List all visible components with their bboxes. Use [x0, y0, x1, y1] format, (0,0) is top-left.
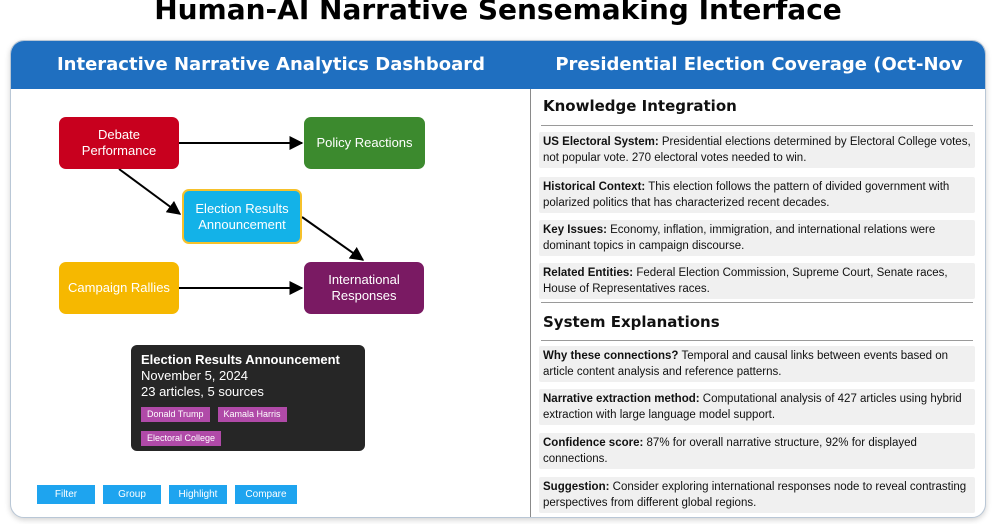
item-label: Historical Context:	[543, 181, 646, 193]
knowledge-item: Key Issues: Economy, inflation, immigrat…	[539, 220, 975, 256]
item-text: This election follows the pattern of div…	[543, 181, 950, 209]
item-label: US Electoral System:	[543, 136, 659, 148]
section-rule	[541, 340, 973, 341]
panel-divider	[530, 89, 531, 517]
system-heading: System Explanations	[543, 313, 720, 331]
filter-button[interactable]: Filter	[37, 485, 95, 504]
group-button[interactable]: Group	[103, 485, 161, 504]
section-rule	[541, 302, 973, 303]
knowledge-item: Historical Context: This election follow…	[539, 177, 975, 213]
item-label: Related Entities:	[543, 267, 634, 279]
edge-election-intl	[301, 216, 365, 261]
section-rule	[541, 125, 973, 126]
left-panel-title: Interactive Narrative Analytics Dashboar…	[56, 54, 486, 75]
node-info-card: Election Results Announcement November 5…	[131, 345, 365, 451]
entity-tag[interactable]: Electoral College	[141, 431, 222, 446]
node-campaign-rallies[interactable]: Campaign Rallies	[59, 262, 179, 314]
item-label: Suggestion:	[543, 481, 610, 493]
entity-tag[interactable]: Donald Trump	[141, 407, 210, 422]
knowledge-item: US Electoral System: Presidential electi…	[539, 132, 975, 168]
node-international-responses[interactable]: International Responses	[304, 262, 424, 314]
knowledge-item: Related Entities: Federal Election Commi…	[539, 263, 975, 299]
info-card-stats: 23 articles, 5 sources	[141, 384, 264, 399]
info-card-title: Election Results Announcement	[141, 352, 340, 367]
knowledge-heading: Knowledge Integration	[543, 97, 737, 115]
entity-tag[interactable]: Kamala Harris	[217, 407, 287, 422]
item-text: Consider exploring international respons…	[543, 481, 967, 509]
dashboard-frame: Interactive Narrative Analytics Dashboar…	[10, 40, 986, 518]
item-label: Key Issues:	[543, 224, 607, 236]
narrative-edges	[118, 136, 365, 295]
info-card-date: November 5, 2024	[141, 368, 248, 383]
item-label: Why these connections?	[543, 350, 679, 362]
item-label: Narrative extraction method:	[543, 393, 700, 405]
right-panel: Knowledge Integration US Electoral Syste…	[531, 89, 985, 517]
node-policy-reactions[interactable]: Policy Reactions	[304, 117, 425, 169]
item-text: Temporal and causal links between events…	[543, 350, 949, 378]
compare-button[interactable]: Compare	[235, 485, 297, 504]
node-election-results[interactable]: Election Results Announcement	[182, 189, 302, 244]
item-text: Federal Election Commission, Supreme Cou…	[543, 267, 948, 295]
entity-tags: Donald Trump Kamala Harris Electoral Coll…	[141, 404, 355, 452]
system-item: Why these connections? Temporal and caus…	[539, 346, 975, 382]
item-text: Economy, inflation, immigration, and int…	[543, 224, 936, 252]
node-debate-performance[interactable]: Debate Performance	[59, 117, 179, 169]
item-text: Presidential elections determined by Ele…	[543, 136, 971, 164]
edge-debate-election	[118, 168, 182, 215]
system-item: Suggestion: Consider exploring internati…	[539, 477, 975, 513]
item-text: 87% for overall narrative structure, 92%…	[543, 437, 917, 465]
item-text: Computational analysis of 427 articles u…	[543, 393, 962, 421]
system-item: Confidence score: 87% for overall narrat…	[539, 433, 975, 469]
header-bar: Interactive Narrative Analytics Dashboar…	[11, 41, 985, 123]
highlight-button[interactable]: Highlight	[169, 485, 227, 504]
item-label: Confidence score:	[543, 437, 644, 449]
system-item: Narrative extraction method: Computation…	[539, 389, 975, 425]
page-title: Human-AI Narrative Sensemaking Interface	[154, 0, 842, 26]
right-panel-title: Presidential Election Coverage (Oct-Nov …	[555, 54, 963, 123]
